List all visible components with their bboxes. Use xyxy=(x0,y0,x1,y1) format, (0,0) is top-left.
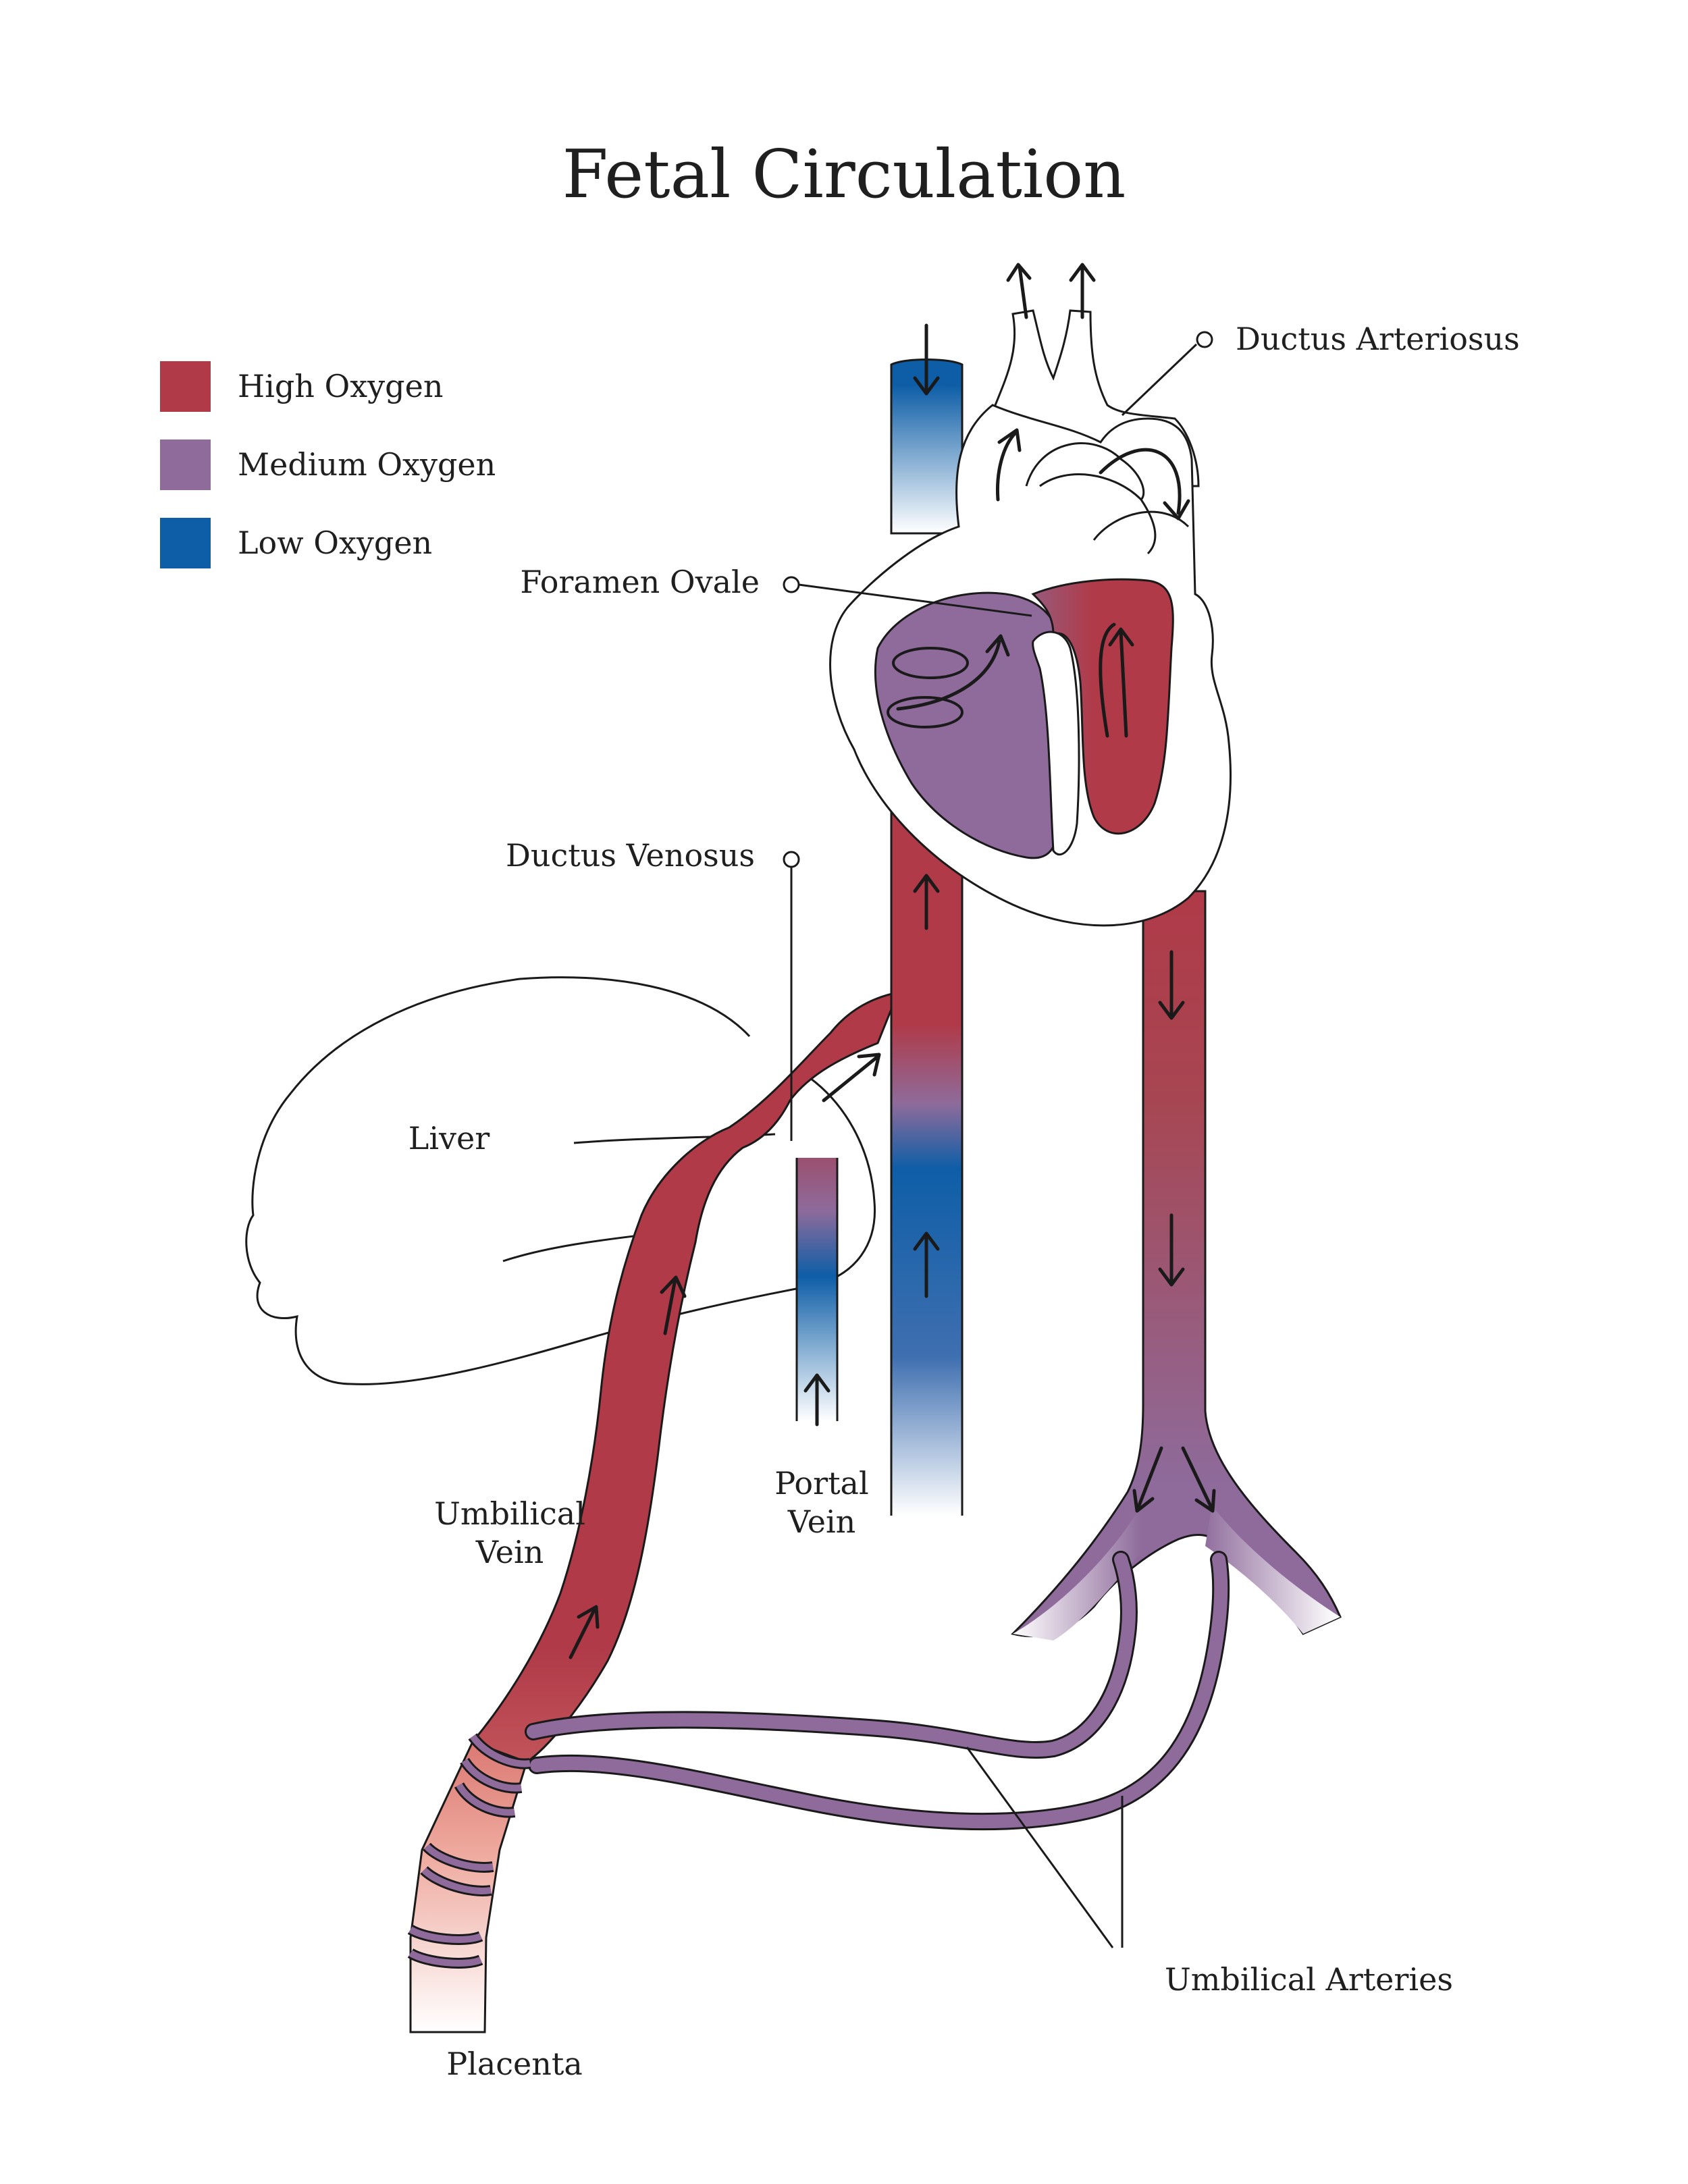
arrow-aorta-down-upper xyxy=(1158,950,1185,1020)
legend-label-high: High Oxygen xyxy=(238,368,443,404)
heart-valve-upper xyxy=(892,647,969,679)
arrow-umbilical-vein-mid xyxy=(660,1275,687,1335)
cord-rings-fill xyxy=(408,1734,531,1967)
arrow-portal-up xyxy=(803,1373,830,1427)
arrow-up-left-branch xyxy=(1006,263,1032,319)
umbilical-artery-lower-fill xyxy=(530,1553,1228,1829)
heart-valve-lower xyxy=(887,696,964,728)
arrow-ivc-up-lower xyxy=(913,1231,940,1298)
arrow-ductus-arch xyxy=(1099,448,1190,521)
arrow-umbilical-vein-lower xyxy=(569,1605,600,1659)
arrow-foramen-ovale xyxy=(896,634,1010,711)
arrow-svc-down xyxy=(913,323,940,396)
umbilical-vein xyxy=(471,990,900,1763)
label-liver: Liver xyxy=(408,1120,490,1156)
arrow-heart-up-left xyxy=(996,428,1022,502)
leader-foramen-ovale xyxy=(798,583,1032,617)
legend-swatch-medium xyxy=(160,440,211,490)
label-umbilical-arteries: Umbilical Arteries xyxy=(1165,1961,1453,1998)
arrow-up-right-branch xyxy=(1069,263,1096,319)
label-umbilical-vein-line1: Umbilical xyxy=(434,1495,585,1532)
descending-aorta xyxy=(1011,890,1342,1638)
iliac-fade-right xyxy=(1205,1506,1340,1634)
leader-lines xyxy=(783,331,1213,1948)
umbilical-artery-upper-fill xyxy=(527,1553,1136,1757)
label-portal-vein-line2: Vein xyxy=(787,1503,856,1540)
legend-label-medium: Medium Oxygen xyxy=(238,446,496,483)
legend: High Oxygen Medium Oxygen Low Oxygen xyxy=(160,361,496,568)
leader-umbilical-artery-1 xyxy=(966,1747,1114,1948)
arrow-aorta-split-right xyxy=(1181,1446,1216,1513)
label-placenta: Placenta xyxy=(446,2046,583,2082)
leader-dot-ductus-arteriosus xyxy=(1196,331,1213,348)
label-foramen-ovale: Foramen Ovale xyxy=(520,564,760,600)
leader-dot-ductus-venosus xyxy=(783,851,800,868)
label-portal-vein-line1: Portal xyxy=(774,1465,868,1501)
diagram-title: Fetal Circulation xyxy=(562,136,1126,213)
arrow-ductus-venosus xyxy=(822,1053,881,1102)
liver-outline xyxy=(245,976,876,1385)
heart-arch-curve xyxy=(1039,473,1157,555)
arrow-left-ventricle xyxy=(1099,622,1134,738)
heart-septum xyxy=(1032,631,1080,856)
iliac-fade-left xyxy=(1013,1506,1151,1641)
arrow-ivc-up-upper xyxy=(913,874,940,930)
legend-label-low: Low Oxygen xyxy=(238,525,432,561)
label-ductus-arteriosus: Ductus Arteriosus xyxy=(1236,321,1520,357)
leader-dot-foramen-ovale xyxy=(783,576,800,593)
heart-atrium-curve xyxy=(1025,442,1145,501)
arrow-aorta-down-lower xyxy=(1158,1213,1185,1287)
legend-item-low-oxygen: Low Oxygen xyxy=(160,518,432,568)
label-umbilical-vein-line2: Vein xyxy=(475,1534,544,1570)
legend-swatch-high xyxy=(160,361,211,412)
leader-ductus-arteriosus xyxy=(1121,343,1198,417)
label-ductus-venosus: Ductus Venosus xyxy=(506,837,755,874)
flow-arrows xyxy=(569,263,1216,1659)
legend-item-medium-oxygen: Medium Oxygen xyxy=(160,440,496,490)
legend-item-high-oxygen: High Oxygen xyxy=(160,361,443,412)
legend-swatch-low xyxy=(160,518,211,568)
arrow-aorta-split-left xyxy=(1132,1446,1163,1513)
superior-vena-cava xyxy=(890,358,964,535)
